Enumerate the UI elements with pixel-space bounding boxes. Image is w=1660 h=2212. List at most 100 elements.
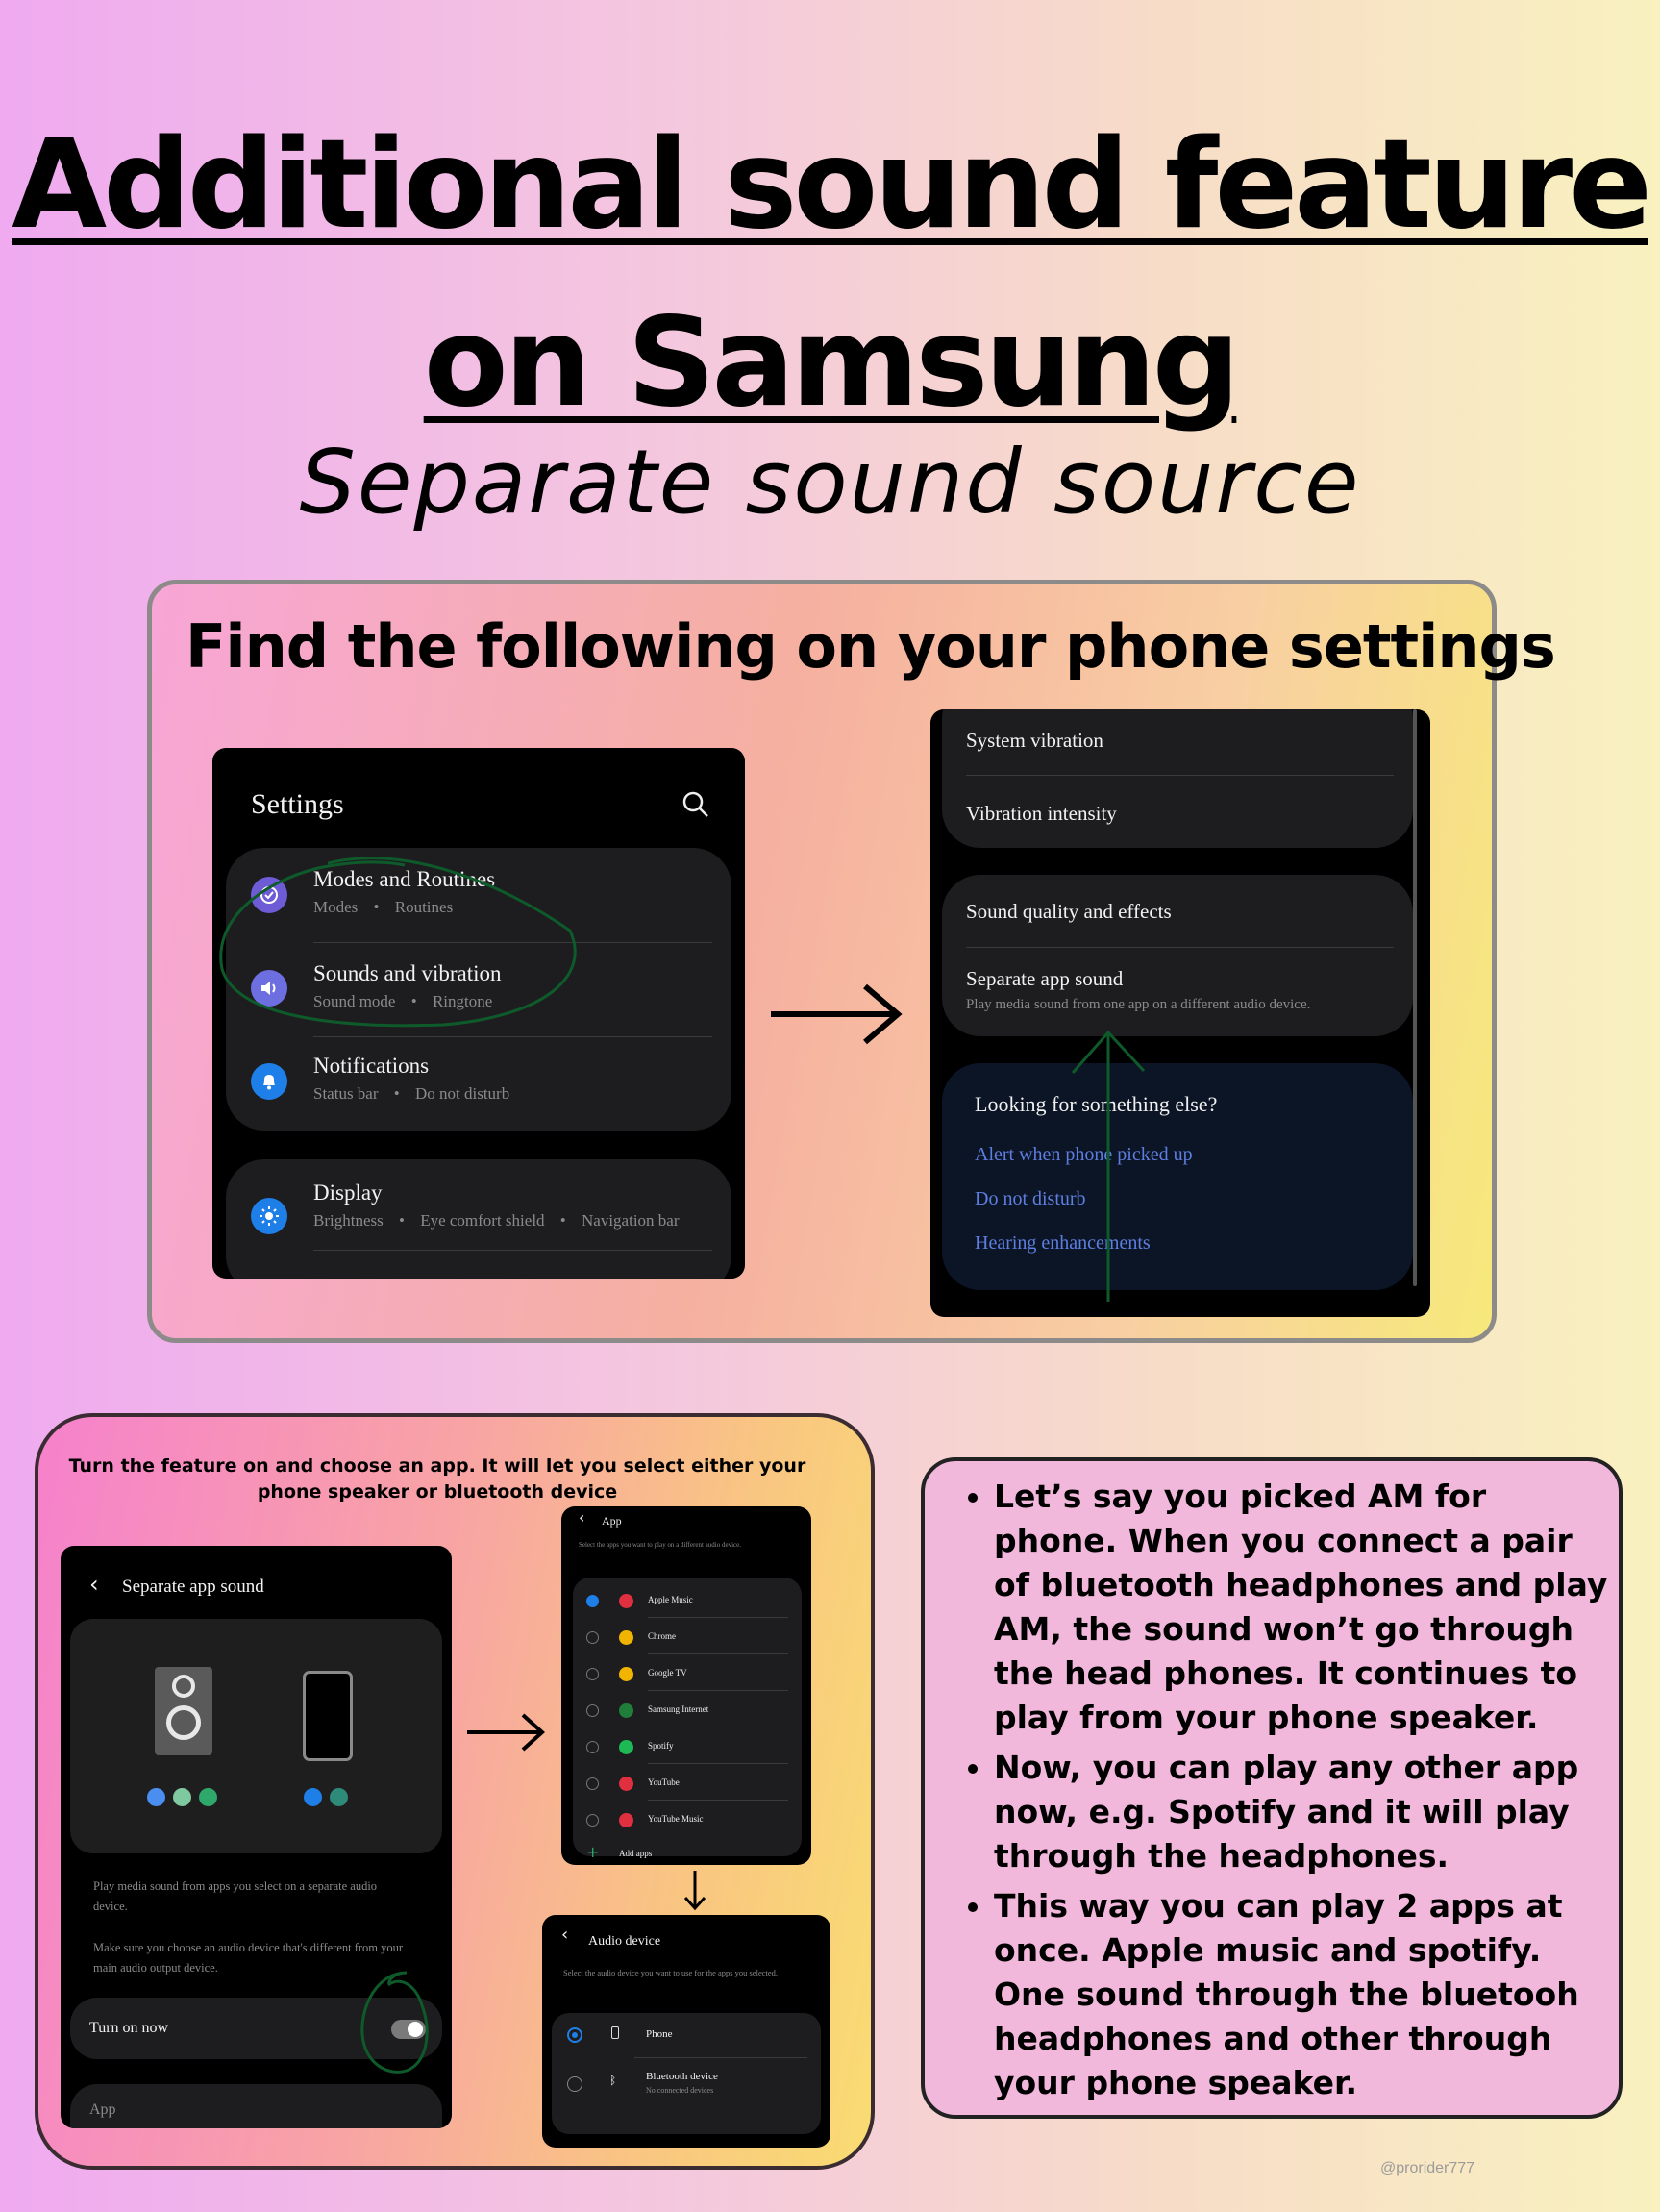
settings-item-label: Modes and Routines [313, 867, 496, 891]
back-icon[interactable]: ‹ [561, 1925, 569, 1945]
credit-watermark: @prorider777 [1380, 2160, 1475, 2176]
settings-item-modes[interactable]: Modes and Routines Modes • Routines [226, 848, 731, 940]
plus-icon: + [586, 1843, 600, 1861]
radio-selected[interactable] [567, 2027, 582, 2043]
tip-item: Let’s say you picked AM for phone. When … [994, 1475, 1609, 1740]
separator-dot: • [373, 898, 380, 916]
bottom-panel-caption: Turn the feature on and choose an app. I… [68, 1455, 806, 1503]
app-icon [619, 1777, 633, 1791]
app-list-card [573, 1578, 802, 1856]
checkbox-unchecked[interactable] [586, 1777, 599, 1790]
tip-item: This way you can play 2 apps at once. Ap… [994, 1884, 1609, 2105]
audio-device-screenshot: ‹ Audio device Select the audio device y… [542, 1915, 830, 2148]
settings-title: Settings [251, 788, 344, 820]
divider [648, 1617, 788, 1618]
checkbox-unchecked[interactable] [586, 1631, 599, 1644]
screen-description: Select the apps you want to play on a di… [579, 1541, 741, 1549]
separator-dot: • [393, 1084, 400, 1103]
list-item-label: Separate app sound [966, 967, 1124, 990]
checkbox-unchecked[interactable] [586, 1814, 599, 1827]
app-label: YouTube Music [648, 1814, 704, 1824]
tip-item: Now, you can play any other app now, e.g… [994, 1746, 1609, 1878]
back-icon[interactable]: ‹ [89, 1571, 99, 1598]
app-label: Chrome [648, 1631, 676, 1641]
sub-item: Do not disturb [414, 1084, 510, 1103]
right-arrow-icon [465, 1711, 546, 1758]
app-icon [619, 1703, 633, 1718]
separator-dot: • [398, 1211, 405, 1230]
checkbox-checked[interactable] [586, 1595, 599, 1607]
annotation-arrow [1071, 1030, 1146, 1302]
tips-list: Let’s say you picked AM for phone. When … [994, 1475, 1609, 2111]
turn-on-row[interactable]: Turn on now [70, 1998, 442, 2059]
looking-heading: Looking for something else? [975, 1092, 1218, 1116]
sun-icon [251, 1198, 287, 1234]
speaker-icon [251, 970, 287, 1007]
settings-screenshot: Settings Modes and Routines Modes • Rout… [212, 748, 745, 1279]
app-row-0[interactable]: Apple Music [573, 1581, 802, 1618]
divider [966, 775, 1394, 776]
list-item-sound-quality[interactable]: Sound quality and effects [966, 900, 1172, 923]
device-sub: No connected devices [646, 2086, 714, 2095]
page-subtitle: Separate sound source [299, 431, 1361, 534]
app-icon [619, 1630, 633, 1645]
link-do-not-disturb[interactable]: Do not disturb [975, 1188, 1086, 1209]
app-row-3[interactable]: Samsung Internet [573, 1691, 802, 1727]
bluetooth-icon: ᛒ [609, 2074, 617, 2087]
link-alert-picked-up[interactable]: Alert when phone picked up [975, 1144, 1193, 1165]
app-row-1[interactable]: Chrome [573, 1618, 802, 1654]
sub-item: Ringtone [432, 992, 493, 1010]
list-item-separate-app-sound[interactable]: Separate app sound Play media sound from… [966, 967, 1399, 1013]
back-icon[interactable]: ‹ [579, 1508, 585, 1527]
list-item-sub: Play media sound from one app on a diffe… [966, 997, 1311, 1012]
down-arrow-icon [682, 1869, 707, 1916]
list-item-system-vibration[interactable]: System vibration [966, 729, 1103, 752]
app-icon [619, 1594, 633, 1608]
app-row-5[interactable]: YouTube [573, 1764, 802, 1801]
radio-unselected[interactable] [567, 2076, 582, 2092]
annotation-circle [360, 1971, 429, 2074]
checkbox-unchecked[interactable] [586, 1704, 599, 1717]
settings-item-sounds[interactable]: Sounds and vibration Sound mode • Ringto… [226, 942, 731, 1034]
list-item-vibration-intensity[interactable]: Vibration intensity [966, 802, 1117, 825]
app-row-label: App [89, 2101, 116, 2118]
app-row-2[interactable]: Google TV [573, 1654, 802, 1691]
link-hearing-enhancements[interactable]: Hearing enhancements [975, 1232, 1151, 1254]
add-apps-label: Add apps [619, 1849, 653, 1858]
search-icon[interactable] [681, 790, 710, 824]
device-list-card [552, 2013, 821, 2134]
screen-title: Separate app sound [122, 1577, 264, 1597]
turn-on-toggle[interactable] [391, 2020, 426, 2039]
phone-device-icon [303, 1671, 353, 1761]
description-2: Make sure you choose an audio device tha… [93, 1941, 404, 1975]
scrollbar[interactable] [1413, 709, 1417, 1286]
speaker-device-icon [155, 1667, 212, 1755]
app-icon [619, 1813, 633, 1827]
add-apps-row[interactable]: + Add apps [573, 1837, 802, 1865]
app-row-4[interactable]: Spotify [573, 1727, 802, 1764]
explanation-box: Let’s say you picked AM for phone. When … [921, 1457, 1623, 2119]
settings-group-card [226, 848, 731, 1131]
settings-item-display[interactable]: Display Brightness • Eye comfort shield … [226, 1159, 731, 1279]
sounds-screenshot: System vibration Vibration intensity Sou… [930, 709, 1430, 1317]
separate-app-sound-screenshot: ‹ Separate app sound Play media sound fr… [61, 1546, 452, 2128]
app-row[interactable]: App [70, 2084, 442, 2128]
divider [313, 1036, 712, 1037]
sub-item: Eye comfort shield [420, 1211, 545, 1230]
bell-icon [251, 1063, 287, 1100]
divider [648, 1763, 788, 1764]
checkbox-unchecked[interactable] [586, 1668, 599, 1680]
settings-item-notifications[interactable]: Notifications Status bar • Do not distur… [226, 1036, 731, 1129]
device-option-phone[interactable]: Phone [552, 2013, 821, 2057]
divider [966, 947, 1394, 948]
app-row-6[interactable]: YouTube Music [573, 1801, 802, 1837]
divider [648, 1653, 788, 1654]
top-panel-heading: Find the following on your phone setting… [186, 611, 1556, 682]
checkbox-unchecked[interactable] [586, 1741, 599, 1753]
settings-item-sub: Sound mode • Ringtone [313, 992, 492, 1011]
screen-title: Audio device [588, 1934, 661, 1949]
annotation-circle [219, 857, 577, 1028]
app-label: Google TV [648, 1668, 687, 1678]
device-option-bluetooth[interactable]: ᛒ Bluetooth device No connected devices [552, 2059, 821, 2117]
phone-color-dots [304, 1788, 348, 1806]
